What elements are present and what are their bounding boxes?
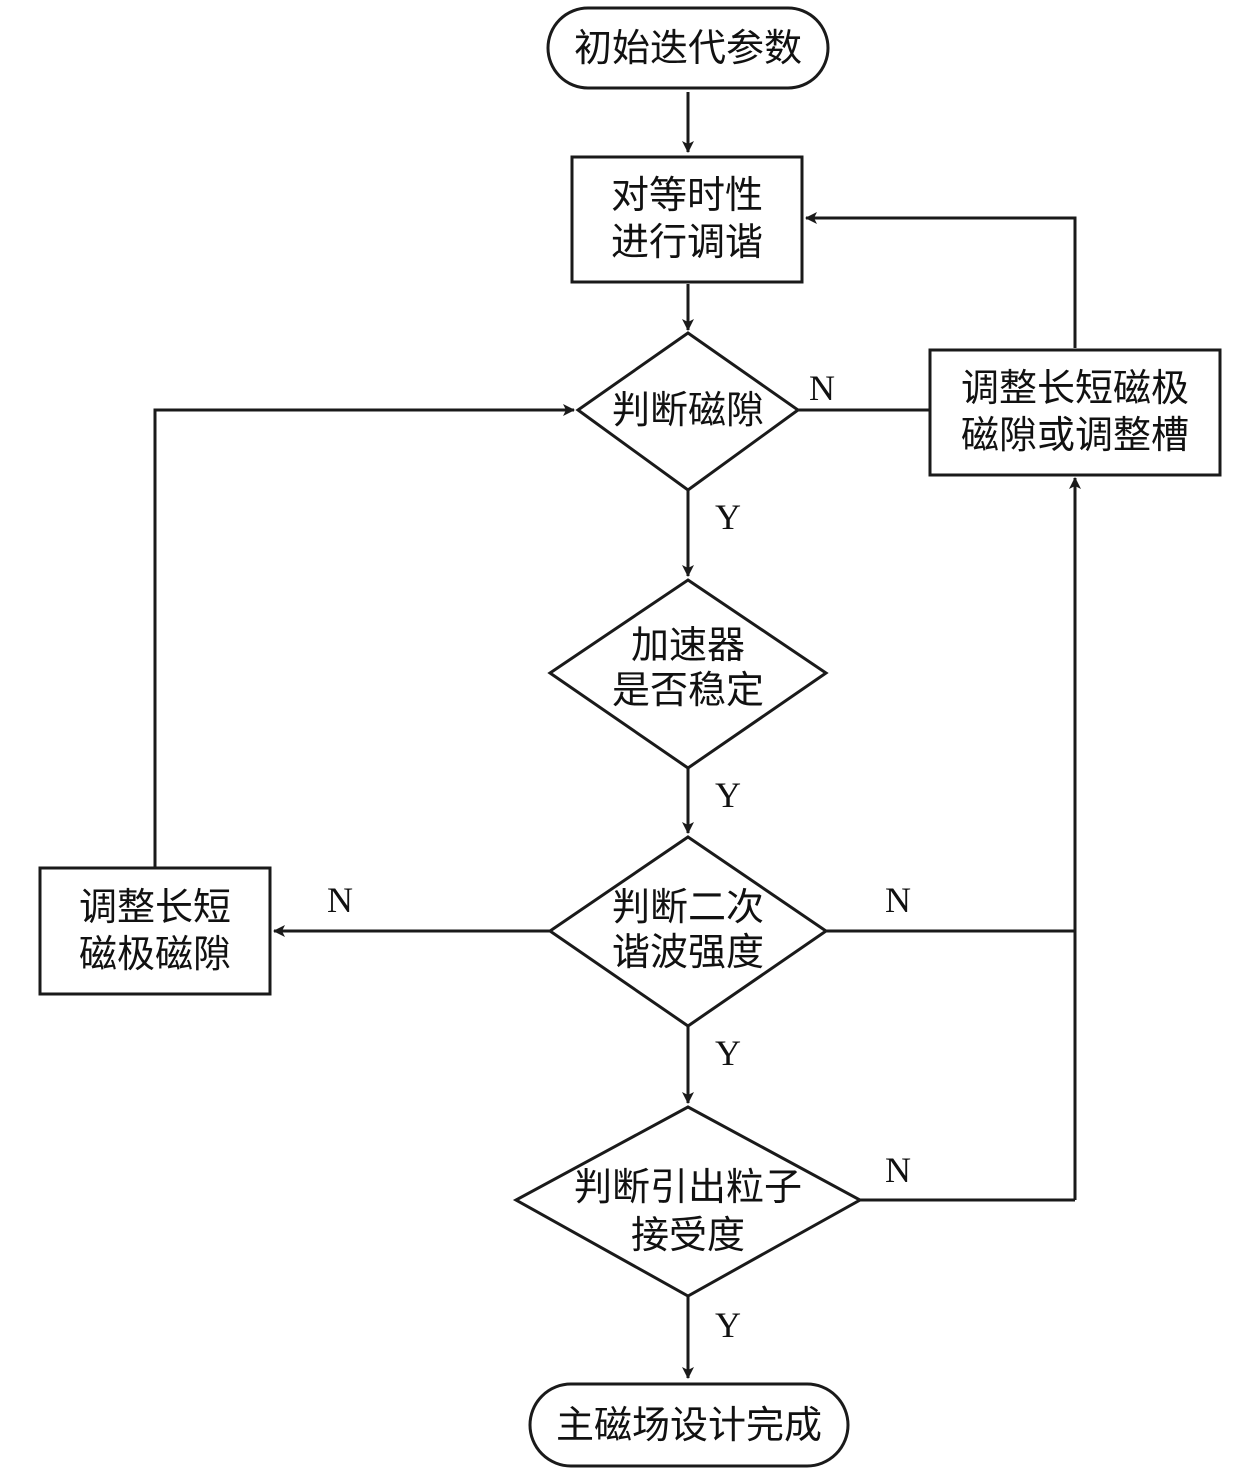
check-gap-diamond (575, 331, 801, 492)
adjust-long-short-gap-line-2: 磁极磁隙 (79, 932, 231, 976)
end-label: 主磁场设计完成 (556, 1403, 822, 1447)
adjust-long-short-gap-line-1: 调整长短 (79, 885, 231, 929)
edge-adjust-to-tune (805, 212, 1077, 348)
tune-isochronism-line-2: 进行调谐 (611, 220, 763, 264)
harmonic-yes-label: Y (715, 1033, 741, 1073)
start-terminal (546, 6, 830, 90)
extraction-no-label: N (885, 1150, 911, 1190)
accelerator-stable-line-2: 是否稳定 (612, 668, 764, 712)
check-second-harmonic-diamond (547, 835, 829, 1028)
harmonic-no-right-label: N (885, 880, 911, 920)
accelerator-stable-line-1: 加速器 (631, 623, 745, 667)
check-second-harmonic-line-1: 判断二次 (612, 885, 764, 929)
edge-left-adjust-to-gap (153, 404, 575, 868)
adjust-long-short-gap-box (38, 866, 272, 996)
extraction-yes-label: Y (715, 1305, 741, 1345)
accelerator-stable-diamond (547, 578, 829, 770)
end-terminal (528, 1382, 850, 1468)
adjust-gap-or-groove-box (928, 348, 1222, 477)
stable-yes-label: Y (715, 775, 741, 815)
gap-no-label: N (809, 368, 835, 408)
tune-isochronism-box (570, 155, 804, 284)
check-second-harmonic-line-2: 谐波强度 (612, 930, 764, 974)
check-extraction-acceptance-diamond (512, 1105, 864, 1298)
tune-isochronism-line-1: 对等时性 (611, 173, 763, 217)
adjust-gap-or-groove-line-1: 调整长短磁极 (961, 366, 1189, 410)
start-label: 初始迭代参数 (574, 26, 802, 70)
gap-yes-label: Y (715, 497, 741, 537)
check-gap-label: 判断磁隙 (612, 388, 764, 432)
check-extraction-acceptance-line-2: 接受度 (631, 1213, 745, 1257)
harmonic-no-left-label: N (327, 880, 353, 920)
adjust-gap-or-groove-line-2: 磁隙或调整槽 (961, 413, 1189, 457)
check-extraction-acceptance-line-1: 判断引出粒子 (574, 1165, 802, 1209)
